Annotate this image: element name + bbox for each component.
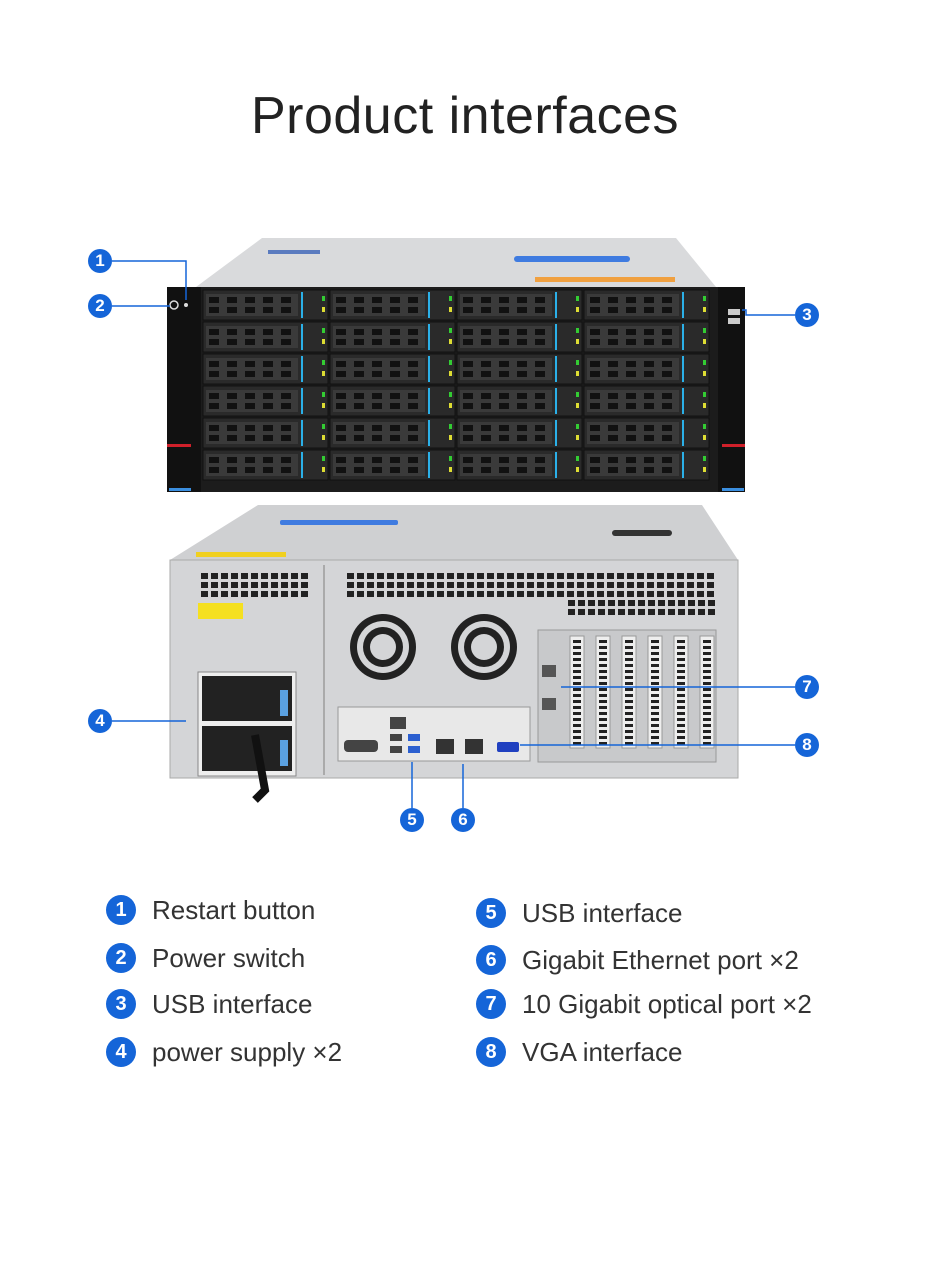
front-chassis-top — [196, 238, 716, 287]
drive-bay — [583, 353, 710, 385]
drive-bay — [456, 353, 583, 385]
io-panel — [337, 706, 531, 762]
page-title: Product interfaces — [250, 87, 680, 145]
drive-bay — [583, 417, 710, 449]
legend-badge: 4 — [106, 1037, 136, 1067]
callout-badge-4: 4 — [88, 709, 112, 733]
legend-item-1: 1 Restart button — [106, 893, 315, 927]
drive-bay — [456, 289, 583, 321]
vga-port — [497, 742, 519, 752]
drive-bay — [202, 321, 329, 353]
power-switch-icon — [169, 300, 179, 310]
cooling-fan — [448, 611, 520, 683]
legend-label: 10 Gigabit optical port ×2 — [522, 988, 812, 1019]
ethernet-port — [465, 739, 483, 754]
callout-badge-1: 1 — [88, 249, 112, 273]
callout-badge-7: 7 — [795, 675, 819, 699]
power-supply-1 — [202, 676, 292, 721]
drive-bay-grid — [202, 289, 710, 481]
usb-port — [390, 734, 402, 741]
usb3-port — [408, 746, 420, 753]
legend-item-5: 5 USB interface — [476, 896, 682, 930]
drive-bay — [583, 385, 710, 417]
drive-bay — [456, 417, 583, 449]
right-rack-ear — [718, 287, 745, 492]
legend-item-2: 2 Power switch — [106, 941, 305, 975]
legend-badge: 5 — [476, 898, 506, 928]
drive-bay — [329, 289, 456, 321]
callout-badge-8: 8 — [795, 733, 819, 757]
legend-badge: 6 — [476, 945, 506, 975]
usb3-port — [408, 734, 420, 741]
rear-chassis-top — [170, 505, 738, 560]
drive-bay — [329, 321, 456, 353]
callout-badge-2: 2 — [88, 294, 112, 318]
legend-badge: 3 — [106, 989, 136, 1019]
warning-label — [198, 603, 243, 619]
legend-item-7: 7 10 Gigabit optical port ×2 — [476, 987, 812, 1021]
drive-bay — [202, 353, 329, 385]
legend-label: USB interface — [152, 988, 313, 1019]
drive-bay — [329, 417, 456, 449]
left-rack-ear — [167, 287, 201, 492]
drive-bay — [456, 385, 583, 417]
legend-item-4: 4 power supply ×2 — [106, 1035, 342, 1069]
legend-label: Restart button — [152, 894, 316, 925]
ethernet-port — [436, 739, 454, 754]
sfp-port — [542, 698, 556, 710]
drive-bay — [329, 385, 456, 417]
drive-bay — [202, 385, 329, 417]
legend-badge: 7 — [476, 989, 506, 1019]
drive-bay — [202, 417, 329, 449]
drive-bay — [456, 449, 583, 481]
legend-label: VGA interface — [522, 1036, 683, 1067]
usb-port — [390, 746, 402, 753]
vent-grid — [201, 573, 715, 615]
legend-badge: 1 — [106, 895, 136, 925]
serial-port — [344, 740, 378, 752]
drive-bay — [583, 449, 710, 481]
bmc-ethernet-port — [390, 717, 406, 729]
usb-port-icon — [728, 318, 740, 324]
legend-item-3: 3 USB interface — [106, 987, 312, 1021]
callout-badge-5: 5 — [400, 808, 424, 832]
server-front-view — [167, 238, 745, 492]
restart-button-icon — [184, 303, 188, 307]
usb-port-icon — [728, 309, 740, 315]
pcie-slots — [569, 635, 715, 749]
legend-label: USB interface — [522, 897, 683, 928]
drive-bay — [202, 289, 329, 321]
sfp-port — [542, 665, 556, 677]
legend-label: Power switch — [152, 942, 306, 973]
drive-bay — [329, 353, 456, 385]
callout-badge-6: 6 — [451, 808, 475, 832]
legend-badge: 2 — [106, 943, 136, 973]
legend-label: power supply ×2 — [152, 1036, 343, 1067]
drive-bay — [202, 449, 329, 481]
drive-bay — [583, 289, 710, 321]
legend-item-6: 6 Gigabit Ethernet port ×2 — [476, 943, 799, 977]
legend-item-8: 8 VGA interface — [476, 1035, 682, 1069]
drive-bay — [456, 321, 583, 353]
legend-label: Gigabit Ethernet port ×2 — [522, 944, 799, 975]
power-supply-2 — [202, 726, 292, 771]
drive-bay — [583, 321, 710, 353]
server-rear-view — [169, 505, 739, 803]
cooling-fan — [347, 611, 419, 683]
callout-lines — [112, 260, 795, 808]
callout-badge-3: 3 — [795, 303, 819, 327]
drive-bay — [329, 449, 456, 481]
legend-badge: 8 — [476, 1037, 506, 1067]
